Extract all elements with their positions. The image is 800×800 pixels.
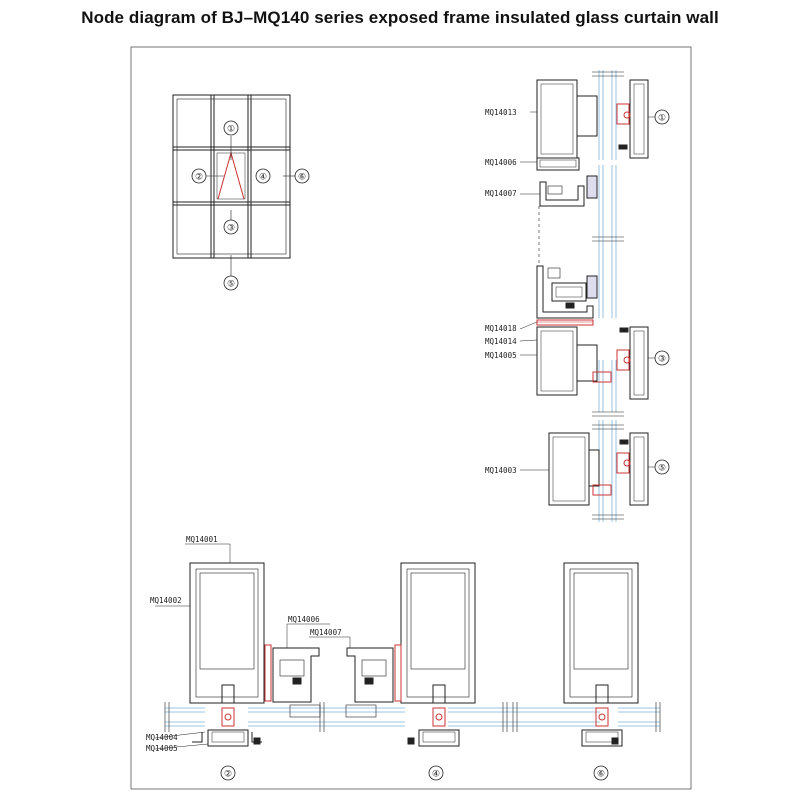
label-mq14001: MQ14001: [186, 535, 218, 544]
label-mq14002: MQ14002: [150, 596, 182, 605]
svg-text:⑥: ⑥: [298, 173, 306, 183]
label-mq14005-top: MQ14005: [485, 351, 517, 360]
node-marker-5-section: ⑤: [654, 459, 670, 475]
label-mq14003: MQ14003: [485, 466, 517, 475]
svg-text:①: ①: [227, 125, 235, 135]
node-marker-3-section: ③: [654, 350, 670, 366]
label-mq14018: MQ14018: [485, 324, 517, 333]
node-marker-1-section: ①: [654, 109, 670, 125]
label-mq14006-top: MQ14006: [485, 158, 517, 167]
label-mq14007-top: MQ14007: [485, 189, 517, 198]
node-marker-6-section: ⑥: [593, 765, 609, 781]
node-marker-2-section: ②: [220, 765, 236, 781]
node-marker-6-elev: ⑥: [294, 168, 310, 184]
node-marker-3-elev: ③: [223, 219, 239, 235]
vertical-section: [536, 70, 649, 522]
svg-text:⑤: ⑤: [227, 280, 235, 290]
svg-text:④: ④: [259, 173, 267, 183]
svg-text:④: ④: [432, 770, 440, 780]
label-mq14007-bottom: MQ14007: [310, 628, 342, 637]
node-marker-1-elev: ①: [223, 120, 239, 136]
svg-text:③: ③: [227, 224, 235, 234]
node-marker-4-section: ④: [428, 765, 444, 781]
svg-text:②: ②: [195, 173, 203, 183]
svg-text:①: ①: [658, 114, 666, 124]
node-marker-4-elev: ④: [255, 168, 271, 184]
svg-text:②: ②: [224, 770, 232, 780]
node-marker-2-elev: ②: [191, 168, 207, 184]
node-marker-5-elev: ⑤: [223, 275, 239, 291]
label-mq14014: MQ14014: [485, 337, 517, 346]
label-mq14005-bottom: MQ14005: [146, 744, 178, 753]
label-mq14004: MQ14004: [146, 733, 178, 742]
right-label-leaders: [519, 111, 655, 471]
label-mq14013: MQ14013: [485, 108, 517, 117]
svg-text:③: ③: [658, 355, 666, 365]
label-mq14006-bottom: MQ14006: [288, 615, 320, 624]
page-title: Node diagram of BJ–MQ140 series exposed …: [81, 8, 719, 27]
horizontal-section: [164, 562, 661, 747]
svg-text:⑤: ⑤: [658, 464, 666, 474]
bottom-label-leaders: [154, 543, 351, 750]
svg-text:⑥: ⑥: [597, 770, 605, 780]
drawing-frame: [130, 46, 692, 790]
